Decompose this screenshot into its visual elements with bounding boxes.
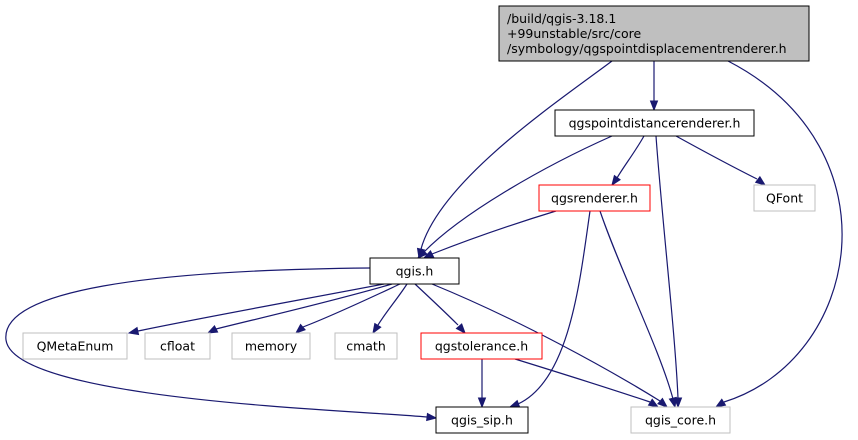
node-box[interactable] (22, 332, 128, 360)
edge-line (514, 358, 651, 403)
node-box[interactable] (435, 406, 529, 434)
node-box[interactable] (498, 5, 810, 62)
node-box[interactable] (334, 332, 398, 360)
edge-line (423, 135, 613, 253)
edge-pointdistance-to-core (655, 135, 683, 409)
nodes-layer: /build/qgis-3.18.1+99unstable/src/core/s… (22, 5, 816, 434)
node-label: qgis_sip.h (451, 413, 513, 428)
edge-qgis-to-memory (294, 283, 401, 334)
arrowhead (417, 248, 428, 259)
node-sip[interactable]: qgis_sip.h (435, 406, 529, 434)
node-label: qgspointdistancerenderer.h (569, 116, 741, 131)
edges-layer (5, 60, 843, 422)
node-box[interactable] (369, 257, 460, 285)
arrowhead (668, 396, 677, 409)
edge-line (599, 210, 674, 400)
edge-line (675, 135, 758, 180)
edge-pointdistance-to-qgis (417, 135, 613, 259)
arrowhead (455, 323, 466, 335)
arrowhead (426, 412, 438, 422)
node-label: /symbology/qgspointdisplacementrenderer.… (507, 41, 787, 56)
edge-qgis-to-sip (5, 267, 438, 422)
edge-line (655, 135, 679, 399)
node-cmath[interactable]: cmath (334, 332, 398, 360)
arrowhead (714, 398, 727, 408)
node-renderer[interactable]: qgsrenderer.h (538, 184, 651, 212)
node-label: /build/qgis-3.18.1 (507, 11, 616, 26)
edge-qgis-to-cmath (372, 283, 408, 335)
node-label: cfloat (160, 339, 195, 354)
edge-root-to-pointdistance (649, 61, 659, 112)
edge-renderer-to-sip (508, 210, 591, 408)
node-pointdistance[interactable]: qgspointdistancerenderer.h (554, 109, 755, 137)
edge-pointdistance-to-qfont (675, 135, 767, 186)
edge-line (5, 267, 428, 418)
edge-line (414, 283, 459, 326)
edge-line (431, 283, 661, 402)
arrowhead (611, 174, 621, 187)
edge-line (215, 283, 393, 330)
edge-qgis-to-cfloat (206, 283, 393, 334)
edge-root-to-qgis (416, 60, 613, 260)
arrowhead (372, 322, 382, 335)
edge-tolerance-to-core (514, 358, 660, 408)
edge-renderer-to-core (599, 210, 677, 409)
node-label: qgsrenderer.h (551, 191, 638, 206)
node-label: qgis_core.h (645, 413, 716, 428)
node-qmetaenum[interactable]: QMetaEnum (22, 332, 128, 360)
node-box[interactable] (538, 184, 651, 212)
node-cfloat[interactable]: cfloat (144, 332, 211, 360)
node-label: +99unstable/src/core (507, 26, 641, 41)
edge-line (420, 60, 613, 250)
edge-line (517, 210, 591, 405)
edge-root-to-core (714, 60, 843, 408)
edge-qgis-to-tolerance (414, 283, 466, 335)
node-box[interactable] (144, 332, 211, 360)
node-box[interactable] (630, 406, 731, 434)
edge-line (302, 283, 401, 328)
arrowhead (649, 100, 659, 112)
node-qgis[interactable]: qgis.h (369, 257, 460, 285)
node-box[interactable] (554, 109, 755, 137)
node-root[interactable]: /build/qgis-3.18.1+99unstable/src/core/s… (498, 5, 810, 62)
node-label: qgstolerance.h (435, 339, 528, 354)
node-label: qgis.h (396, 264, 434, 279)
arrowhead (754, 175, 767, 186)
node-box[interactable] (420, 332, 543, 360)
edge-line (137, 283, 385, 332)
arrowhead (657, 397, 669, 408)
arrowhead (477, 397, 487, 409)
node-core[interactable]: qgis_core.h (630, 406, 731, 434)
edge-line (616, 135, 645, 179)
node-box[interactable] (231, 332, 311, 360)
arrowhead (206, 324, 219, 334)
edge-tolerance-to-sip (477, 359, 487, 409)
edge-qgis-to-qmetaenum (127, 283, 385, 336)
edge-qgis-to-core (431, 283, 669, 408)
node-label: QMetaEnum (37, 339, 114, 354)
arrowhead (127, 326, 140, 336)
node-tolerance[interactable]: qgstolerance.h (420, 332, 543, 360)
node-label: QFont (766, 191, 803, 206)
arrowhead (647, 398, 660, 408)
node-label: memory (245, 339, 298, 354)
edge-line (431, 210, 557, 255)
node-box[interactable] (753, 184, 816, 212)
arrowhead (508, 399, 521, 408)
edge-line (723, 60, 843, 403)
node-memory[interactable]: memory (231, 332, 311, 360)
edge-line (377, 283, 408, 326)
node-qfont[interactable]: QFont (753, 184, 816, 212)
edge-pointdistance-to-renderer (611, 135, 645, 187)
node-label: cmath (346, 339, 386, 354)
arrowhead (294, 323, 306, 334)
